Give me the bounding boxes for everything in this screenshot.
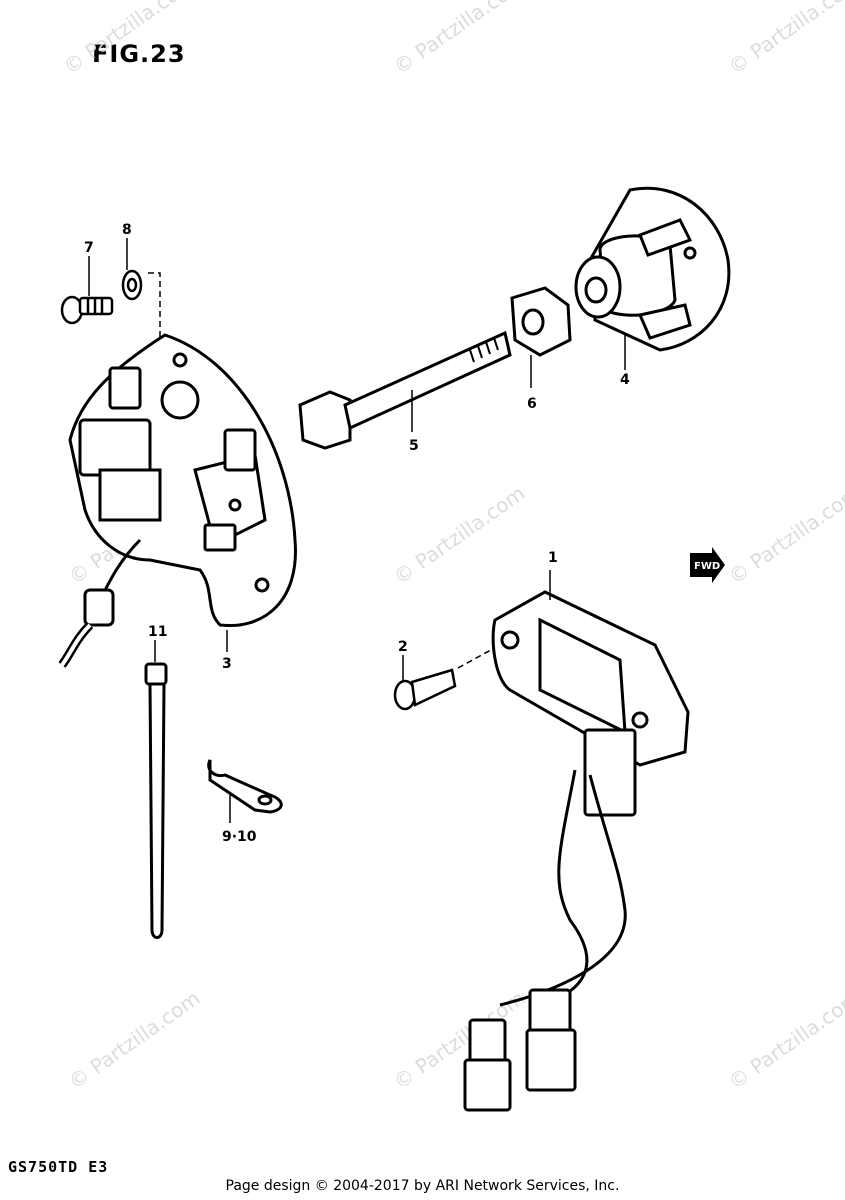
callout-7: 7 <box>84 240 94 256</box>
part-clamp <box>207 759 283 814</box>
part-bolt <box>298 330 512 450</box>
part-ignition-rotor <box>574 186 731 352</box>
part-pickup-coil-plate <box>58 333 297 668</box>
watermark: © Partzilla.com <box>724 481 845 589</box>
callout-1: 1 <box>548 550 558 566</box>
part-screw <box>393 668 457 711</box>
part-cable-tie <box>144 662 168 939</box>
part-nut <box>510 286 572 357</box>
figure-title: FIG.23 <box>92 40 186 68</box>
watermark: © Partzilla.com <box>724 986 845 1094</box>
callout-4: 4 <box>620 372 630 388</box>
callout-9-10: 9·10 <box>222 829 257 845</box>
part-regulator-rectifier <box>463 590 690 1112</box>
callout-2: 2 <box>398 639 408 655</box>
callout-11: 11 <box>148 624 167 640</box>
watermark: © Partzilla.com <box>389 481 529 589</box>
callout-8: 8 <box>122 222 132 238</box>
copyright-footer: Page design © 2004-2017 by ARI Network S… <box>225 1178 620 1194</box>
watermark: © Partzilla.com <box>64 986 204 1094</box>
callout-5: 5 <box>409 438 419 454</box>
model-code: GS750TD E3 <box>8 1158 109 1176</box>
fwd-arrow-icon: FWD <box>690 547 725 583</box>
part-screw-small <box>60 295 114 325</box>
fwd-label: FWD <box>694 561 720 572</box>
callout-6: 6 <box>527 396 537 412</box>
watermark: © Partzilla.com <box>59 0 199 79</box>
callout-3: 3 <box>222 656 232 672</box>
watermark: © Partzilla.com <box>389 0 529 79</box>
watermark: © Partzilla.com <box>724 0 845 79</box>
callout-group: 1 2 3 4 5 6 7 8 9·10 11 <box>84 222 630 845</box>
part-washer <box>121 269 143 301</box>
